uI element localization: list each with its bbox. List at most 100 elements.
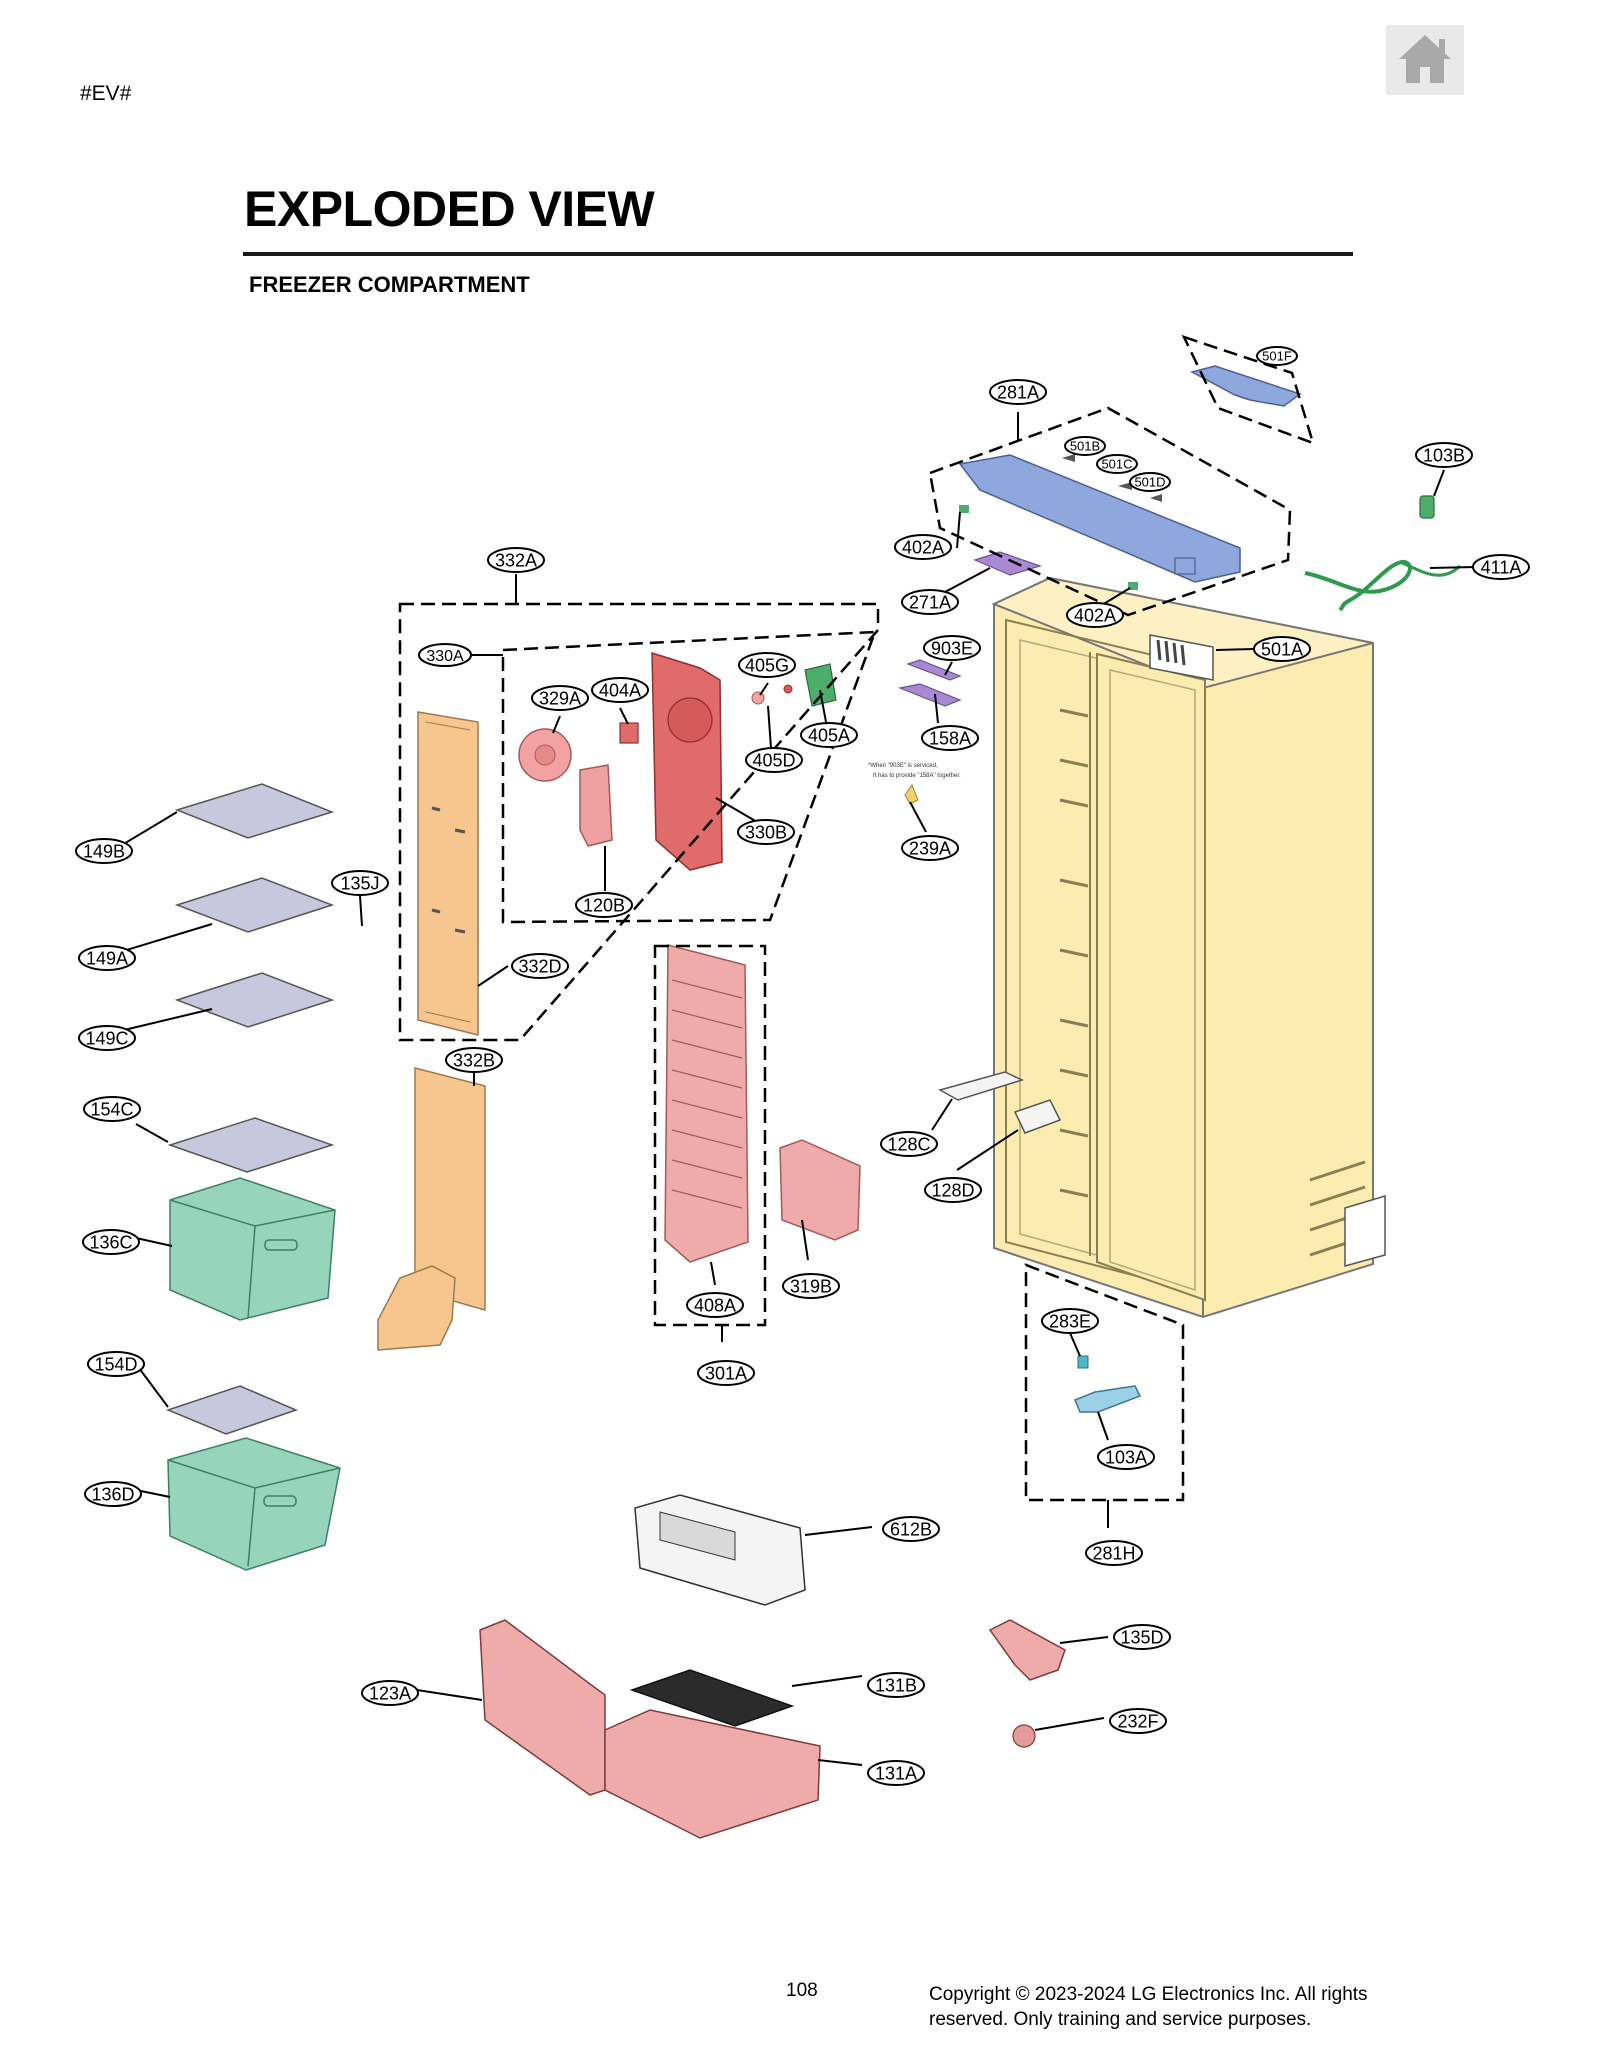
callout-label: 128D	[931, 1180, 974, 1200]
callout-label: 135J	[340, 873, 379, 893]
callout-239a: 239A	[901, 835, 959, 861]
callout-103b: 103B	[1415, 442, 1473, 468]
callout-135d: 135D	[1113, 1624, 1171, 1650]
callout-label: 128C	[887, 1134, 930, 1154]
home-icon	[1399, 35, 1451, 83]
callout-281h: 281H	[1085, 1540, 1143, 1566]
callout-label: 149B	[83, 841, 125, 861]
callout-label: 903E	[931, 638, 973, 658]
callout-label: 329A	[539, 688, 581, 708]
callout-label: 239A	[909, 838, 951, 858]
service-note: *When "903E" is serviced, It has to prov…	[868, 763, 961, 779]
callout-label: 281H	[1092, 1543, 1135, 1563]
callout-label: 149C	[85, 1028, 128, 1048]
rear-panel-part	[377, 1067, 486, 1351]
callout-131b: 131B	[867, 1672, 925, 1698]
callout-label: 319B	[790, 1276, 832, 1296]
callout-label: 136D	[91, 1484, 134, 1504]
callout-label: 405D	[752, 750, 795, 770]
callout-332d: 332D	[511, 953, 569, 979]
callout-label: 271A	[909, 592, 951, 612]
callout-131a: 131A	[867, 1760, 925, 1786]
callout-label: 501F	[1262, 349, 1292, 364]
callout-149c: 149C	[78, 1025, 136, 1051]
callout-label: 154D	[94, 1354, 137, 1374]
fan-assembly-part	[417, 651, 962, 1036]
callout-label: 405G	[745, 655, 789, 675]
callout-501a: 501A	[1253, 636, 1311, 662]
callout-103a: 103A	[1097, 1444, 1155, 1470]
service-note-line-2: It has to provide "158A" together.	[873, 773, 961, 779]
callout-149a: 149A	[78, 945, 136, 971]
callout-149b: 149B	[75, 838, 133, 864]
group-301a-boundary	[653, 944, 767, 1327]
callout-label: 131A	[875, 1763, 917, 1783]
callout-271a: 271A	[901, 589, 959, 615]
callout-404a: 404A	[591, 677, 649, 703]
leader-lines	[119, 412, 1476, 1766]
title-divider	[243, 252, 1353, 256]
group-281a-boundary	[928, 406, 1292, 617]
callout-135j: 135J	[331, 870, 389, 896]
callout-123a: 123A	[361, 1680, 419, 1706]
callout-label: 411A	[1481, 557, 1522, 577]
callout-329a: 329A	[531, 685, 589, 711]
copyright-line-2: reserved. Only training and service purp…	[929, 2009, 1312, 2030]
callout-label: 136C	[89, 1232, 132, 1252]
cabinet-part	[991, 576, 1386, 1319]
callout-labels: 501F281A501B501C501D103B402A402A411A332A…	[75, 346, 1530, 1786]
callout-128d: 128D	[924, 1177, 982, 1203]
callout-label: 232F	[1117, 1711, 1158, 1731]
callout-903e: 903E	[923, 635, 981, 661]
ice-maker-part	[634, 1494, 806, 1606]
callout-411a: 411A	[1472, 554, 1530, 580]
callout-332a: 332A	[487, 547, 545, 573]
assembly-boundaries	[398, 334, 1315, 1502]
group-281h-boundary	[1024, 1263, 1185, 1502]
callout-label: 501A	[1261, 639, 1303, 659]
callout-136c: 136C	[82, 1229, 140, 1255]
group-501f-boundary	[1181, 334, 1315, 446]
callout-label: 330A	[426, 648, 464, 665]
callout-label: 402A	[902, 537, 944, 557]
ice-bucket-part	[479, 1619, 1066, 1839]
section-subtitle: FREEZER COMPARTMENT	[249, 272, 530, 297]
callout-label: 131B	[875, 1675, 917, 1695]
hinge-part	[1074, 1355, 1142, 1413]
callout-330a: 330A	[418, 643, 472, 667]
callout-402a_2: 402A	[1066, 602, 1124, 628]
callout-label: 501B	[1070, 439, 1100, 454]
callout-154c: 154C	[83, 1096, 141, 1122]
callout-label: 158A	[929, 728, 971, 748]
page-number: 108	[786, 1980, 818, 2001]
callout-label: 404A	[599, 680, 641, 700]
callout-label: 135D	[1120, 1627, 1163, 1647]
callout-501b: 501B	[1064, 436, 1106, 456]
home-button[interactable]	[1386, 25, 1464, 95]
callout-405d: 405D	[745, 747, 803, 773]
copyright: Copyright © 2023-2024 LG Electronics Inc…	[929, 1982, 1449, 2032]
callout-label: 103A	[1105, 1447, 1147, 1467]
callout-label: 120B	[583, 895, 625, 915]
group-330a-boundary	[501, 630, 877, 924]
callout-232f: 232F	[1109, 1708, 1167, 1734]
service-note-line-1: *When "903E" is serviced,	[868, 763, 938, 769]
callout-label: 332B	[453, 1050, 495, 1070]
power-cord-part	[1304, 495, 1462, 612]
callout-281a: 281A	[989, 379, 1047, 405]
callout-label: 332A	[495, 550, 537, 570]
callout-label: 402A	[1074, 605, 1116, 625]
callout-501f: 501F	[1256, 346, 1298, 366]
drawer-parts	[167, 1177, 341, 1571]
callout-301a: 301A	[697, 1360, 755, 1386]
callout-label: 283E	[1049, 1311, 1091, 1331]
callout-402a: 402A	[894, 534, 952, 560]
callout-label: 154C	[90, 1099, 133, 1119]
callout-136d: 136D	[84, 1481, 142, 1507]
callout-128c: 128C	[880, 1131, 938, 1157]
callout-158a: 158A	[921, 725, 979, 751]
callout-label: 281A	[997, 382, 1039, 402]
parts-layer	[165, 365, 1462, 1839]
callout-label: 330B	[745, 822, 787, 842]
callout-405a: 405A	[800, 722, 858, 748]
